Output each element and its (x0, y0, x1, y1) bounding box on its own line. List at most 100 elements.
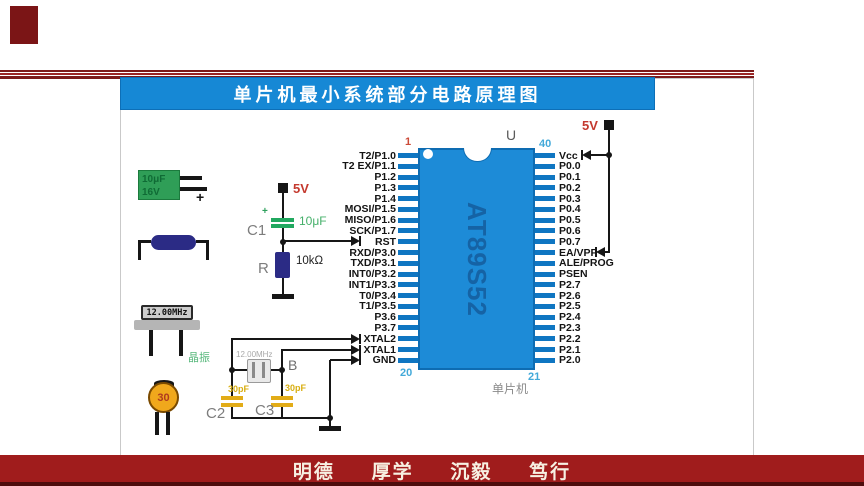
crystal-leg (149, 330, 153, 356)
chip-pin-stub-right-11 (535, 260, 555, 266)
c3-value: 30pF (285, 383, 307, 393)
pin-label-t2-p1-0: T2/P1.0 (359, 149, 396, 162)
pin-label-p0-5: P0.5 (559, 214, 581, 227)
wire-rst (283, 240, 351, 242)
pin-label-int0-p3-2: INT0/P3.2 (348, 268, 396, 281)
chip-pin-stub-left-15 (398, 303, 418, 309)
c3-plate (271, 403, 293, 407)
c2-ref: C2 (206, 405, 226, 422)
pin-number-20: 20 (400, 367, 413, 379)
r-body (275, 252, 290, 278)
supply-label-right: 5V (582, 118, 598, 133)
ecap-lead (180, 176, 202, 180)
pin-label-p2-7: P2.7 (559, 278, 581, 291)
chip-pin-stub-left-10 (398, 250, 418, 256)
chip-pin-stub-left-18 (398, 336, 418, 342)
chip-pin-stub-right-1 (535, 153, 555, 158)
wire (232, 417, 331, 419)
crystal-lead (268, 369, 282, 371)
chip-pin-stub-right-9 (535, 239, 555, 245)
chip-pin-stub-left-12 (398, 271, 418, 277)
chip-pin-stub-right-17 (535, 325, 555, 331)
supply-label-left: 5V (293, 181, 309, 196)
pin-label-t2-ex-p1-1: T2 EX/P1.1 (342, 160, 396, 173)
pin-number-21: 21 (528, 371, 541, 383)
title-bar: 单片机最小系统部分电路原理图 (120, 77, 655, 110)
header-stripe (0, 73, 754, 75)
pin-label-p2-2: P2.2 (559, 332, 581, 345)
pin-label-rst: RST (375, 235, 396, 248)
junction-dot (606, 152, 612, 158)
chip-pin-stub-right-10 (535, 250, 555, 256)
chip-pin-stub-right-18 (535, 336, 555, 342)
chip-pin-stub-left-14 (398, 293, 418, 299)
wire-vcc (590, 154, 609, 156)
wire-gnd (330, 359, 351, 361)
crystal-caption: 晶振 (188, 352, 210, 364)
chip-pin-stub-left-1 (398, 153, 418, 158)
header-stripe (0, 70, 754, 72)
chip-pin-stub-left-20 (398, 357, 418, 363)
disc-leg (166, 412, 170, 435)
chip-pin-stub-left-17 (398, 325, 418, 331)
pin-label-ale-prog: ALE/PROG (559, 257, 614, 270)
crystal-symbol (247, 359, 271, 383)
chip-pin-stub-left-2 (398, 163, 418, 169)
chip-caption: 单片机 (492, 382, 529, 396)
pin-label-p1-4: P1.4 (374, 192, 396, 205)
ea-arrow-tick (595, 247, 597, 257)
r-ref: R (258, 260, 269, 277)
resistor-lead (206, 240, 209, 260)
chip-pin-stub-left-9 (398, 239, 418, 245)
chip-pin-stub-left-16 (398, 314, 418, 320)
chip-pin-stub-left-4 (398, 185, 418, 191)
pin-label-xtal1: XTAL1 (363, 343, 396, 356)
crystal-plate (262, 362, 265, 378)
wire (281, 406, 283, 419)
pin-label-gnd: GND (372, 354, 396, 367)
xtal1-arrow-tick (359, 345, 361, 355)
c1-plate (271, 224, 294, 228)
chip-pin-stub-left-11 (398, 260, 418, 266)
vcc-arrow-tick (581, 150, 583, 160)
pin-label-p0-3: P0.3 (559, 192, 581, 205)
pin-label-p0-2: P0.2 (559, 181, 581, 194)
c1-plate (271, 218, 294, 222)
chip-pin-stub-right-14 (535, 293, 555, 299)
wire-ea (604, 251, 610, 253)
pin-label-p2-0: P2.0 (559, 354, 581, 367)
crystal-ref: B (288, 357, 298, 373)
crystal-lead (232, 369, 248, 371)
chip-pin-stub-right-6 (535, 206, 555, 212)
r-value: 10kΩ (296, 255, 324, 267)
c2-value: 30pF (228, 384, 250, 394)
pin-label-p0-6: P0.6 (559, 224, 581, 237)
wire (282, 193, 284, 218)
ground-symbol (272, 294, 294, 299)
electrolytic-capacitor-photo: 10μF 16V (138, 170, 180, 200)
chip-pin-stub-right-5 (535, 196, 555, 202)
pin-label-t1-p3-5: T1/P3.5 (359, 300, 396, 313)
power-terminal (278, 183, 288, 193)
chip-pin-stub-right-12 (535, 271, 555, 277)
wire-xtal1 (282, 349, 351, 351)
crystal-freq-label: 12.00MHz (236, 350, 273, 359)
chip-pin-stub-left-6 (398, 206, 418, 212)
pin-label-p2-3: P2.3 (559, 321, 581, 334)
pin-number-40: 40 (539, 138, 552, 150)
pin-label-p2-1: P2.1 (559, 343, 581, 356)
pin-label-txd-p3-1: TXD/P3.1 (350, 257, 396, 270)
pin-label-miso-p1-6: MISO/P1.6 (344, 214, 396, 227)
pin-label-p2-6: P2.6 (559, 289, 581, 302)
pin-label-vcc: Vcc (559, 149, 578, 162)
crystal-photo-base (134, 320, 200, 330)
pin-label-xtal2: XTAL2 (363, 332, 396, 345)
vcc-arrow (582, 150, 591, 160)
gnd-arrow-tick (359, 355, 361, 365)
c1-ref: C1 (247, 222, 267, 239)
resistor-photo (151, 235, 196, 250)
motto-text: 明德 厚学 沉毅 笃行 (292, 462, 572, 483)
pin-label-rxd-p3-0: RXD/P3.0 (349, 246, 396, 259)
chip-pin-stub-right-16 (535, 314, 555, 320)
